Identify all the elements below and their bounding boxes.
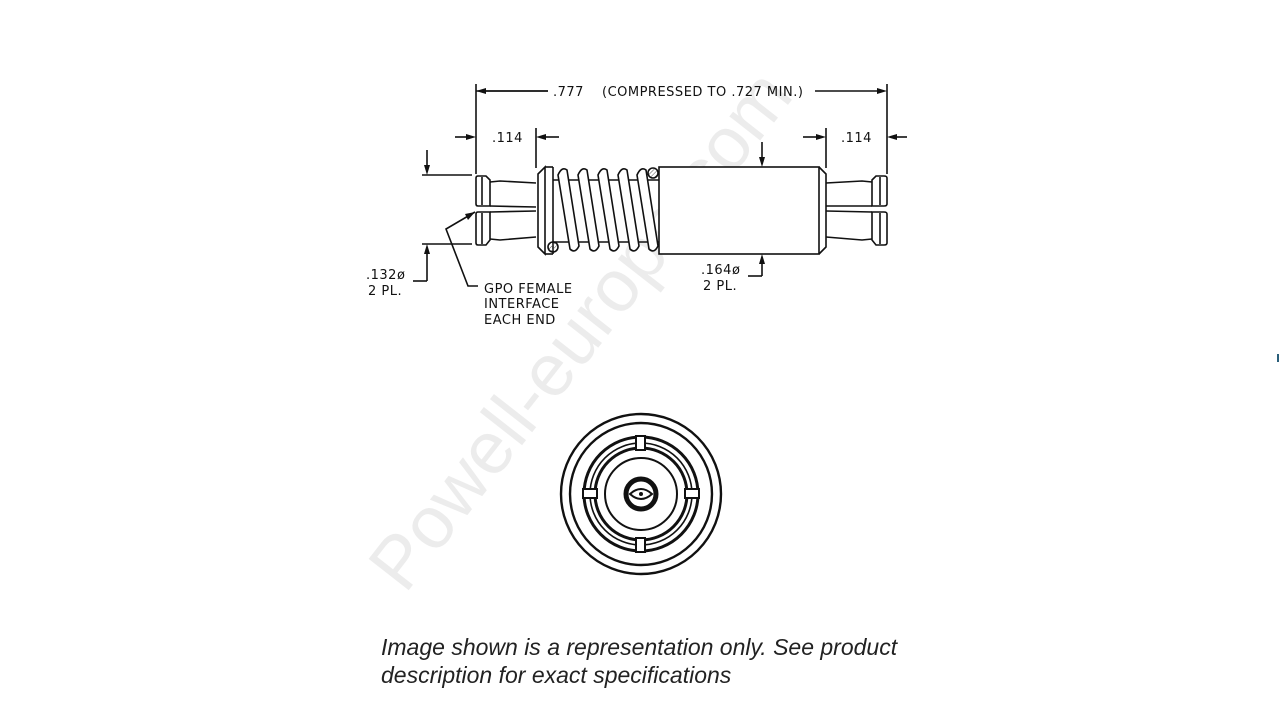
svg-text:INTERFACE: INTERFACE <box>484 297 560 312</box>
svg-text:(COMPRESSED TO .727 MIN.): (COMPRESSED TO .727 MIN.) <box>602 85 803 100</box>
svg-text:2 PL.: 2 PL. <box>368 284 402 299</box>
connector-body <box>658 166 827 255</box>
left-gpo-interface <box>475 175 537 246</box>
image-disclaimer-caption: Image shown is a representation only. Se… <box>381 634 898 688</box>
spring-section <box>537 165 660 256</box>
svg-text:2 PL.: 2 PL. <box>703 279 737 294</box>
svg-text:.777: .777 <box>553 85 584 100</box>
side-view <box>413 84 907 287</box>
svg-text:.132ø: .132ø <box>366 268 405 283</box>
svg-text:Powell-europe.com: Powell-europe.com <box>352 55 807 605</box>
scroll-edge-marker <box>1277 354 1279 362</box>
svg-text:.164ø: .164ø <box>701 263 740 278</box>
right-gpo-interface <box>825 175 888 246</box>
svg-text:.114: .114 <box>841 131 872 146</box>
end-view <box>559 412 723 576</box>
watermark: Powell-europe.com <box>352 55 807 605</box>
svg-text:EACH END: EACH END <box>484 313 556 328</box>
svg-text:GPO FEMALE: GPO FEMALE <box>484 282 573 297</box>
svg-text:.114: .114 <box>492 131 523 146</box>
